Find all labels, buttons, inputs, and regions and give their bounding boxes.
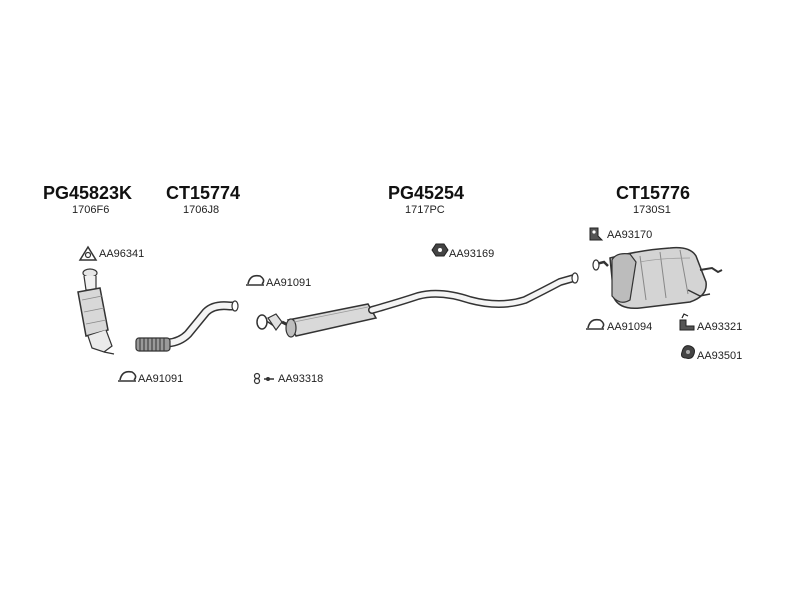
hanger-icon — [679, 313, 695, 331]
front-pipe-drawing — [135, 300, 239, 352]
bolt-set-icon — [253, 372, 274, 385]
accessory-label-rubber-ring: AA93501 — [697, 350, 743, 362]
accessory-label-hanger: AA93321 — [697, 321, 743, 333]
part-code-front-pipe: 1706J8 — [183, 204, 220, 216]
part-code-catalytic-converter: 1706F6 — [72, 204, 110, 216]
part-number-catalytic-converter: PG45823K — [43, 183, 133, 203]
accessory-label-clamp-1: AA91091 — [138, 373, 184, 385]
bracket-icon — [589, 227, 604, 241]
accessory-label-gasket: AA96341 — [99, 248, 145, 260]
middle-silencer-drawing — [256, 272, 579, 338]
part-number-front-pipe: CT15774 — [166, 183, 241, 203]
clamp-icon — [118, 370, 137, 382]
part-number-middle-silencer: PG45254 — [388, 183, 465, 203]
catalytic-converter-drawing — [77, 268, 115, 355]
accessory-label-rubber-mount: AA93169 — [449, 248, 495, 260]
accessory-label-clamp-3: AA91094 — [607, 321, 653, 333]
clamp-icon — [246, 274, 265, 286]
rubber-ring-icon — [681, 345, 695, 359]
accessory-label-clamp-2: AA91091 — [266, 277, 312, 289]
part-code-middle-silencer: 1717PC — [405, 204, 445, 216]
accessory-label-bracket: AA93170 — [607, 229, 653, 241]
part-code-rear-silencer: 1730S1 — [633, 204, 671, 216]
gasket-icon — [78, 245, 98, 261]
rubber-mount-icon — [431, 243, 449, 257]
rear-silencer-drawing — [592, 246, 723, 310]
clamp-icon — [586, 318, 605, 330]
accessory-label-bolt-set: AA93318 — [278, 373, 324, 385]
part-number-rear-silencer: CT15776 — [616, 183, 691, 203]
